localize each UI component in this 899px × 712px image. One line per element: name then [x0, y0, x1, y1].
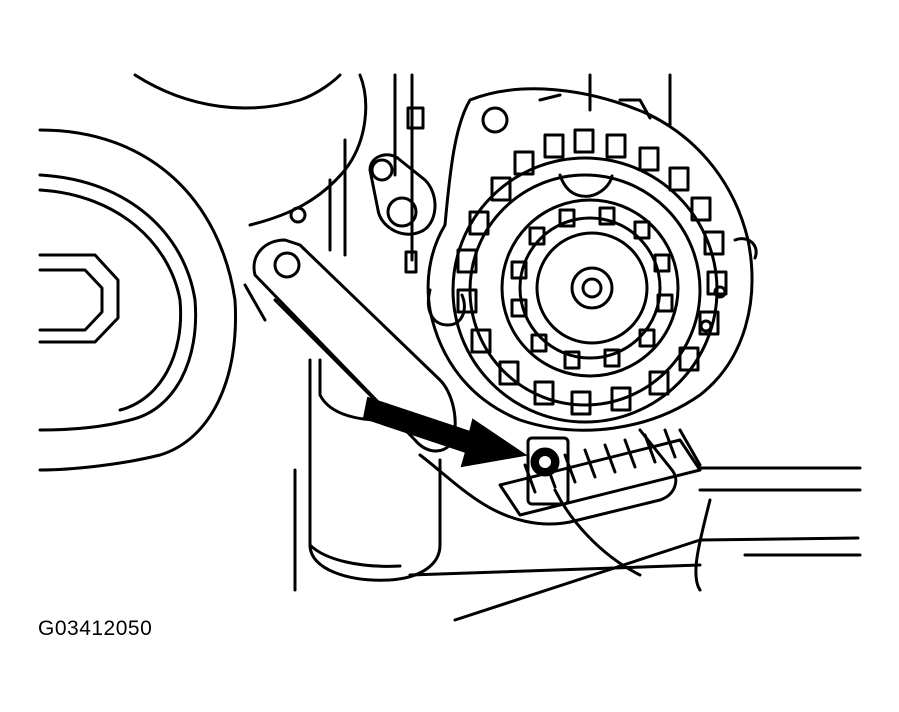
oil-filter [308, 358, 442, 582]
crankshaft-pulley [38, 128, 238, 472]
figure-code: G03412050 [38, 617, 153, 640]
alternator [426, 87, 758, 432]
engine-block [289, 73, 672, 592]
idler-stud [368, 153, 437, 236]
pivot-bolt [273, 251, 301, 279]
indicator-arrow [362, 396, 528, 468]
engine-mount [408, 466, 862, 622]
adjusting-bolt [526, 436, 570, 506]
